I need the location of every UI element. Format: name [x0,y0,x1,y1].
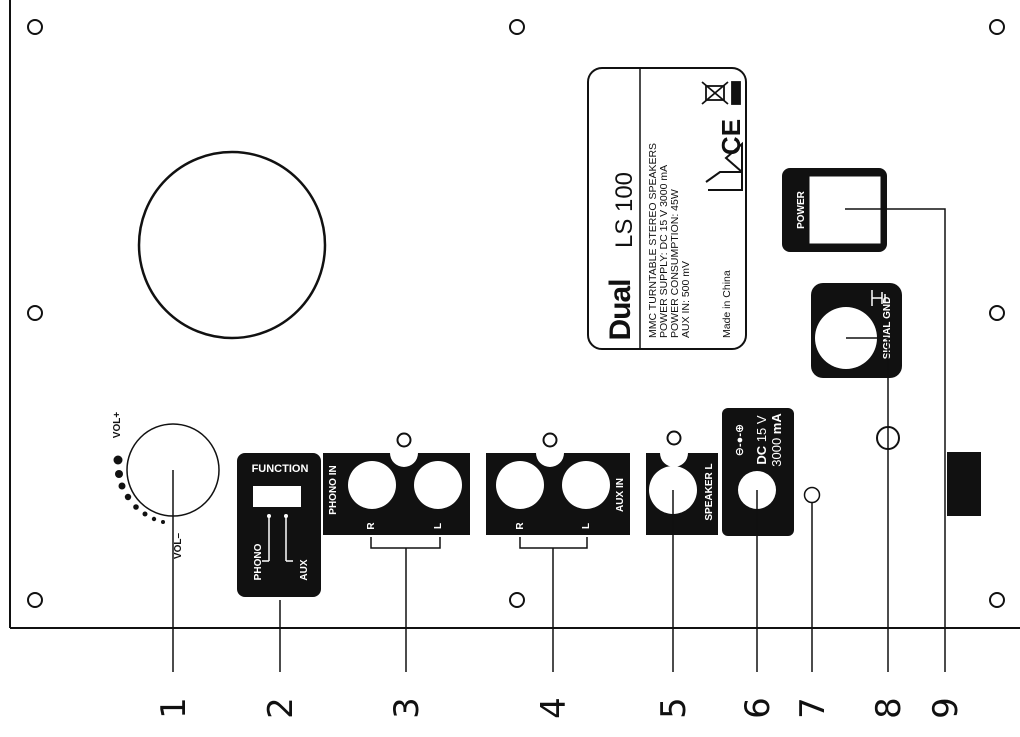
dc-rating-line-1: DC 15 V [754,415,769,464]
callout-numbers: 1 2 3 4 5 6 7 8 9 [154,697,966,719]
speaker-l-label: SPEAKER L [704,463,715,520]
phono-in-r-label: R [366,522,377,530]
aux-in-bracket [519,537,588,549]
callout-7: 7 [793,697,833,719]
aux-in-right-jack[interactable] [496,461,544,509]
callout-3: 3 [387,697,427,719]
callout-9: 9 [926,697,966,719]
phono-in-left-jack[interactable] [414,461,462,509]
function-slider[interactable] [253,486,301,507]
leader-lines [172,208,946,672]
led-indicator [803,486,821,504]
function-label: FUNCTION [252,463,309,475]
rating-label-line-4: AUX IN: 500 mV [680,261,692,338]
rating-label-line-3: POWER CONSUMPTION: 45W [669,189,681,338]
power-label: POWER [796,190,807,229]
rating-label-line-2: POWER SUPPLY: DC 15 V 3000 mA [658,165,670,338]
phono-in-label: PHONO IN [328,465,339,514]
phono-in-jacks: PHONO IN R L [323,432,470,535]
aux-in-jacks: AUX IN R L [486,432,630,535]
aux-in-r-label: R [515,522,526,530]
screw-hole [989,592,1005,608]
screw-hole [27,305,43,321]
speaker-output: SPEAKER L [646,430,718,535]
function-switch-panel: FUNCTION PHONO AUX [237,453,321,597]
indoor-use-icon [705,141,743,191]
screw-hole [27,19,43,35]
callout-6: 6 [738,697,778,719]
screw-hole [27,592,43,608]
ce-mark-icon: CE [716,119,746,155]
screw-hole [989,19,1005,35]
phono-in-l-label: L [433,523,444,529]
rating-label-line-1: MMC TURNTABLE STEREO SPEAKERS [647,143,659,338]
ground-icon [871,290,886,306]
screw-hole [509,592,525,608]
bass-port [137,150,327,340]
rating-label-model: LS 100 [611,172,638,248]
callout-1: 1 [154,697,194,719]
aux-in-l-label: L [581,523,592,529]
screw-hole [989,305,1005,321]
phono-in-bracket [370,537,441,549]
vol-plus-label: VOL+ [112,412,123,439]
panel-outline [9,0,1020,629]
power-switch[interactable]: POWER [782,168,887,252]
dc-polarity-icon: ⊖-●-⊕ [734,424,746,456]
dc-power-input: ⊖-●-⊕ DC 15 V 3000 mA [722,408,794,536]
cable-clip [947,452,981,516]
vol-minus-label: VOL– [173,533,184,560]
callout-4: 4 [534,697,574,719]
function-phono-label: PHONO [253,543,264,580]
rating-label-origin: Made in China [721,270,733,338]
rating-label: LS 100 Dual MMC TURNTABLE STEREO SPEAKER… [587,67,747,350]
callout-8: 8 [869,697,909,719]
phono-in-right-jack[interactable] [348,461,396,509]
weee-bin-icon [701,81,741,105]
screw-hole [509,19,525,35]
dc-rating-line-2: 3000 mA [769,413,784,467]
callout-2: 2 [261,697,301,719]
aux-in-label: AUX IN [615,478,626,512]
aux-in-left-jack[interactable] [562,461,610,509]
screw-holes [27,19,1005,608]
volume-scale-dots [113,455,165,524]
function-aux-label: AUX [299,559,310,580]
signal-gnd-label: SIGNAL GND [882,297,893,360]
callout-5: 5 [654,697,694,719]
rating-label-brand: Dual [604,279,637,340]
